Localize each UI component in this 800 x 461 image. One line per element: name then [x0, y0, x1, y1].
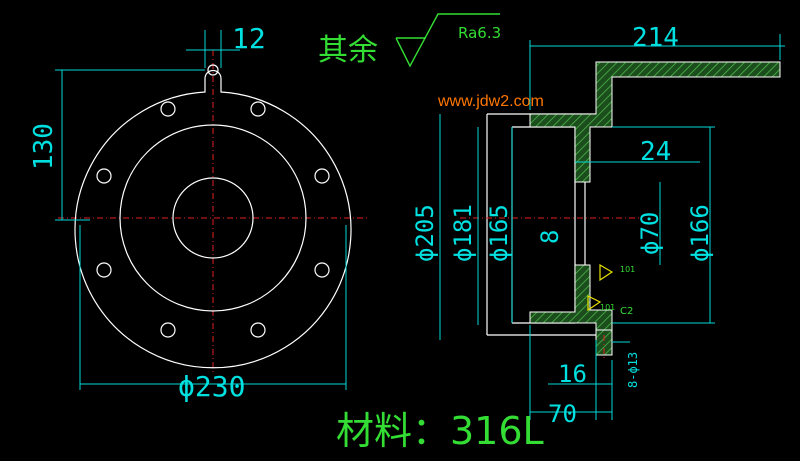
- section-view: 101 101 C2 214 24 ϕ205 ϕ181 ϕ165 8 ϕ70 ϕ…: [411, 23, 785, 428]
- dim-16: 16: [558, 360, 587, 388]
- roughness-rest-label: 其余: [318, 33, 378, 68]
- weld-label-upper: 101: [620, 265, 635, 274]
- bolt-hole: [96, 168, 112, 184]
- dim-70: 70: [548, 400, 577, 428]
- dim-phi-181: ϕ181: [449, 204, 477, 262]
- roughness-value: Ra6.3: [458, 24, 501, 42]
- dim-8: 8: [536, 230, 564, 244]
- dim-phi-70: ϕ70: [636, 212, 664, 255]
- flange-outline: [74, 69, 352, 369]
- dim-24: 24: [640, 137, 671, 167]
- bore-circle: [172, 177, 254, 259]
- roughness-note: 其余 Ra6.3: [318, 13, 501, 68]
- dim-12: 12: [232, 22, 266, 55]
- slot-hole: [207, 64, 219, 76]
- holes-spec: 8-ϕ13: [626, 352, 640, 388]
- bolt-hole: [160, 101, 176, 117]
- dim-130: 130: [29, 123, 59, 170]
- watermark: www.jdw2.com: [437, 93, 544, 110]
- bolt-hole: [250, 322, 266, 338]
- front-view: 12 130 ϕ230: [29, 22, 370, 403]
- dim-phi-165: ϕ165: [485, 204, 513, 262]
- dim-214: 214: [632, 23, 679, 53]
- bolt-hole: [160, 322, 176, 338]
- weld-label-lower-left: 101: [600, 303, 615, 312]
- material-note: 材料：316L: [336, 409, 544, 453]
- dim-phi-205: ϕ205: [411, 204, 439, 262]
- dim-phi-166: ϕ166: [686, 204, 714, 262]
- bolt-hole: [250, 101, 266, 117]
- bolt-hole: [314, 168, 330, 184]
- weld-mark-lower: [587, 295, 602, 312]
- dim-phi-230: ϕ230: [178, 370, 245, 403]
- bolt-hole: [314, 262, 330, 278]
- bolt-hole: [96, 262, 112, 278]
- inner-circle: [119, 124, 307, 312]
- weld-label-lower-right: C2: [620, 306, 633, 317]
- roughness-symbol: [395, 13, 500, 68]
- weld-mark-upper: [599, 263, 614, 282]
